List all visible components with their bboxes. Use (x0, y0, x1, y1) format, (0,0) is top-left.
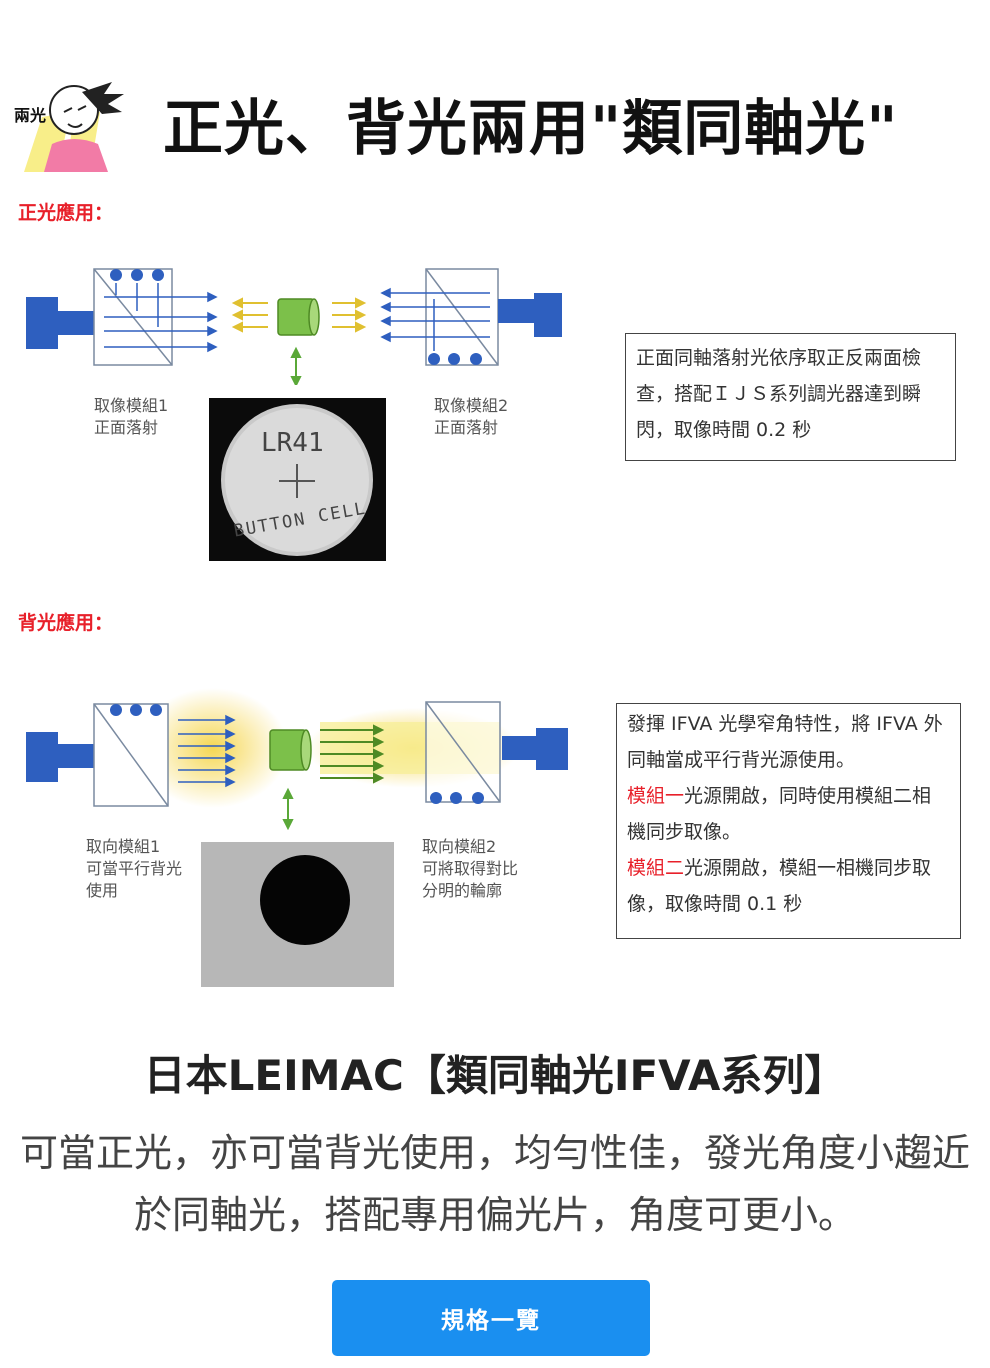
silhouette-photo (201, 842, 394, 987)
back-light-note: 發揮 IFVA 光學窄角特性，將 IFVA 外同軸當成平行背光源使用。 模組一光… (616, 703, 961, 939)
front-light-section-label: 正光應用： (18, 202, 114, 224)
front-module2-caption: 取像模組2 正面落射 (434, 396, 509, 437)
back-module1-caption: 取向模組1 可當平行背光 使用 (86, 837, 183, 900)
module-one-label: 模組一 (627, 785, 685, 807)
front-module1-caption: 取像模組1 正面落射 (94, 396, 169, 437)
back-light-note-line2: 模組一光源開啟，同時使用模組二相機同步取像。 (627, 785, 932, 843)
front-light-note: 正面同軸落射光依序取正反兩面檢查，搭配ＩＪＳ系列調光器達到瞬閃，取像時間 0.2… (625, 333, 956, 461)
back-light-section-label: 背光應用： (18, 612, 114, 634)
coin-photo: LR41 BUTTON CELL (209, 398, 386, 561)
back-light-diagram (20, 680, 580, 831)
front-light-diagram (20, 255, 580, 388)
back-module2-caption: 取向模組2 可將取得對比 分明的輪廓 (422, 837, 519, 900)
product-heading: 日本LEIMAC【類同軸光IFVA系列】 (143, 1051, 847, 1100)
mascot-text: 兩光 (14, 106, 47, 125)
coin-label-top: LR41 (261, 428, 324, 458)
module-two-label: 模組二 (627, 857, 685, 879)
back-light-note-line1: 發揮 IFVA 光學窄角特性，將 IFVA 外同軸當成平行背光源使用。 (627, 713, 943, 771)
mascot-icon: 兩光 (12, 72, 152, 172)
product-description: 可當正光，亦可當背光使用，均勻性佳，發光角度小趨近於同軸光，搭配專用偏光片，角度… (19, 1131, 970, 1237)
front-light-note-text: 正面同軸落射光依序取正反兩面檢查，搭配ＩＪＳ系列調光器達到瞬閃，取像時間 0.2… (636, 347, 922, 441)
back-light-note-line3: 模組二光源開啟，模組一相機同步取像，取像時間 0.1 秒 (627, 857, 932, 915)
page-title: 正光、背光兩用"類同軸光" (163, 94, 899, 164)
specs-list-button[interactable]: 規格一覽 (332, 1280, 650, 1356)
